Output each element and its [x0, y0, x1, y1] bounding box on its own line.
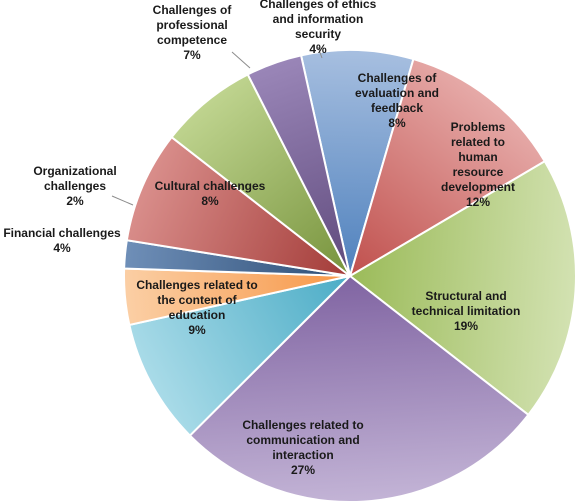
- slice-label-line: related to: [451, 135, 505, 149]
- slice-label-line: resource: [453, 165, 504, 179]
- slice-label-line: development: [441, 180, 515, 194]
- pie-slice-10: [246, 54, 351, 277]
- slice-label-line: Challenges related to: [136, 278, 257, 292]
- slice-label-line: Challenges related to: [242, 418, 363, 432]
- slice-label-line: Financial challenges: [3, 226, 121, 240]
- slice-label-line: Cultural challenges: [155, 179, 266, 193]
- slice-label-line: 7%: [183, 48, 201, 62]
- slice-label-line: 12%: [466, 195, 490, 209]
- slice-label-line: communication and: [246, 433, 359, 447]
- slice-label-line: interaction: [272, 448, 333, 462]
- slice-label-line: 2%: [66, 194, 84, 208]
- slice-label-line: and information: [273, 12, 364, 26]
- slice-label-line: Challenges of: [153, 3, 233, 17]
- leader-lines-layer: [111, 46, 323, 206]
- slice-label-line: 8%: [201, 194, 219, 208]
- slice-label-line: evaluation and: [355, 86, 439, 100]
- leader-line-10: [317, 46, 323, 59]
- slice-label-line: Problems: [451, 120, 506, 134]
- slice-label-line: challenges: [44, 179, 106, 193]
- slice-label-line: professional: [156, 18, 227, 32]
- slice-label-line: 4%: [309, 42, 327, 56]
- pie-slice-8: [125, 135, 351, 277]
- slice-label-line: 9%: [188, 323, 206, 337]
- pie-slice-1: [299, 49, 415, 277]
- slice-label-line: Challenges of: [358, 71, 438, 85]
- slice-label-line: Organizational: [33, 164, 116, 178]
- leader-line-9: [231, 51, 251, 69]
- slice-label-line: security: [295, 27, 341, 41]
- pie-slice-3: [348, 159, 577, 417]
- slice-label-line: technical limitation: [412, 304, 521, 318]
- pie-slice-5: [128, 274, 354, 437]
- pie-slice-4: [188, 274, 530, 503]
- slice-label-line: Structural and: [425, 289, 506, 303]
- slice-label-line: human: [458, 150, 497, 164]
- slice-label-line: 27%: [291, 463, 315, 477]
- slice-label-line: the content of: [157, 293, 237, 307]
- slice-label-line: feedback: [371, 101, 423, 115]
- slice-label-line: 19%: [454, 319, 478, 333]
- slice-label-line: education: [169, 308, 226, 322]
- leader-line-7: [111, 195, 134, 206]
- slice-label-line: Challenges of ethics: [260, 0, 377, 11]
- slices-layer: [123, 49, 577, 503]
- pie-slice-2: [348, 57, 547, 279]
- slice-label-line: 8%: [388, 116, 406, 130]
- slice-label-line: competence: [157, 33, 227, 47]
- slice-label-line: 4%: [53, 241, 71, 255]
